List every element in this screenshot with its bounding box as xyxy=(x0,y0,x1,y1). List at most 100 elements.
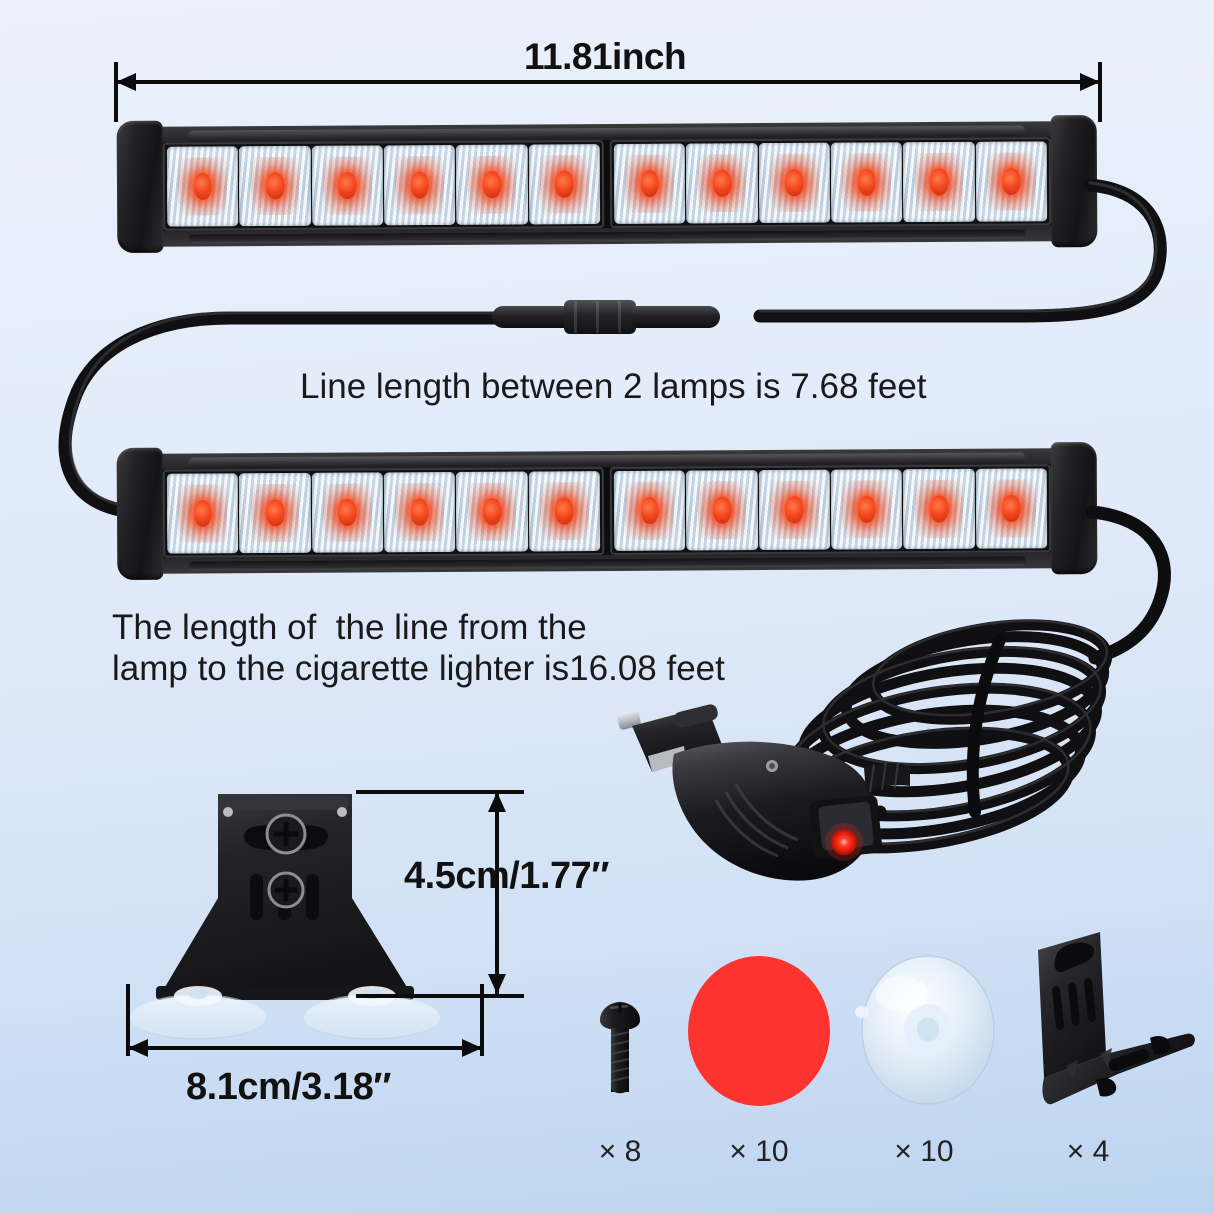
light-bar-housing xyxy=(150,448,1064,574)
housing-bottom-strip xyxy=(189,229,1026,244)
dim-tick-right-top xyxy=(1098,62,1102,122)
light-bar-top xyxy=(116,115,1098,253)
l-bracket-notch-upper xyxy=(1150,1036,1171,1055)
screw-tip xyxy=(611,1088,629,1094)
l-bracket-fin-slots xyxy=(1052,978,1096,1030)
plug-svg xyxy=(617,704,910,881)
dim-arrow-left-top xyxy=(116,73,136,91)
note-lighter-line-1: The length of the line from the xyxy=(112,608,587,647)
led-module xyxy=(528,471,601,552)
mount-suction-cup-right xyxy=(304,986,440,1040)
dim-arrow-right-mount-width xyxy=(462,1039,482,1057)
accessory-qty-screw: × 8 xyxy=(598,1135,642,1168)
accessory-suction-cup xyxy=(846,950,1006,1110)
suction-cup-tab xyxy=(855,1006,869,1018)
led-module xyxy=(239,145,311,227)
led-module xyxy=(975,468,1048,549)
dim-line-bar-length xyxy=(118,80,1098,84)
mount-top-rail xyxy=(220,796,348,810)
note-line-between-lamps: Line length between 2 lamps is 7.68 feet xyxy=(300,367,927,406)
led-module xyxy=(975,141,1048,222)
led-module xyxy=(613,143,686,224)
mount-suction-cup-left xyxy=(130,986,266,1040)
accessory-l-bracket xyxy=(1022,928,1202,1128)
suction-cup-svg xyxy=(855,955,995,1105)
mount-svg xyxy=(130,794,440,1040)
mount-slot-right xyxy=(306,874,319,920)
mount-screw-cross-lower xyxy=(275,879,297,901)
led-segment-right xyxy=(609,464,1052,555)
led-module xyxy=(456,144,528,225)
mount-rail-screw-right xyxy=(337,807,347,817)
l-bracket-gusset-b xyxy=(1100,1048,1112,1068)
led-module xyxy=(239,472,311,554)
l-bracket-arm-slot xyxy=(1108,1049,1150,1071)
suction-mount-assembly xyxy=(120,780,520,1050)
dim-tick-mount-width-right xyxy=(480,984,484,1056)
led-module xyxy=(686,470,758,551)
mount-screw-cross-upper xyxy=(274,822,298,846)
note-lighter-line-2: lamp to the cigarette lighter is16.08 fe… xyxy=(112,649,725,688)
light-bar-bottom xyxy=(116,442,1098,580)
plug-indicator-glow xyxy=(825,823,863,861)
plug-indicator-led xyxy=(831,829,857,855)
led-module xyxy=(830,142,903,223)
led-module xyxy=(166,473,239,554)
dim-arrow-up-mount-height xyxy=(488,792,506,812)
dim-tick-mount-width-left xyxy=(126,984,130,1056)
accessory-qty-suction-cup: × 10 xyxy=(894,1135,954,1168)
l-bracket-notch-lower xyxy=(1096,1078,1117,1097)
dim-arrow-down-mount-height xyxy=(488,974,506,994)
led-module xyxy=(456,471,528,552)
screw-svg xyxy=(600,1002,640,1094)
l-bracket-gusset-a xyxy=(1066,1060,1078,1080)
end-cap-left xyxy=(116,447,164,580)
led-module xyxy=(758,142,831,224)
connector-boot-left xyxy=(492,306,570,328)
waterproof-connector xyxy=(492,298,732,336)
accessory-qty-red-lens: × 10 xyxy=(729,1135,789,1168)
mount-slot-left xyxy=(250,874,263,920)
led-module xyxy=(686,143,758,224)
led-module xyxy=(758,469,831,551)
accessory-red-lens-filter xyxy=(688,956,830,1106)
plug-strain-relief xyxy=(864,763,910,792)
led-module xyxy=(311,145,384,226)
led-module xyxy=(383,144,456,226)
accessory-screw xyxy=(594,1000,646,1100)
dim-line-mount-height xyxy=(495,792,499,994)
led-module xyxy=(613,470,686,551)
connector-rib-a xyxy=(574,301,577,333)
led-module xyxy=(528,144,601,225)
connector-rib-b xyxy=(596,301,599,333)
led-module xyxy=(166,146,239,227)
dim-arrow-left-mount-width xyxy=(128,1039,148,1057)
led-segment-right xyxy=(609,137,1052,228)
end-cap-right xyxy=(1050,115,1098,248)
led-array xyxy=(158,464,1056,558)
led-segment-left xyxy=(162,467,605,558)
led-segment-left xyxy=(162,140,605,231)
cigarette-lighter-plug xyxy=(612,700,912,910)
connector-boot-right xyxy=(632,306,720,328)
end-cap-left xyxy=(116,120,164,253)
led-module xyxy=(383,471,456,553)
plug-grip-ridges xyxy=(714,783,799,858)
dim-label-mount-width: 8.1cm/3.18″ xyxy=(186,1066,391,1108)
led-module xyxy=(830,469,903,550)
dim-line-mount-width xyxy=(130,1046,480,1050)
plug-screw-slot xyxy=(769,763,775,769)
dim-line-mount-height-bottom xyxy=(356,994,524,998)
suction-cup-highlight xyxy=(876,976,928,1012)
connector-body xyxy=(564,300,636,334)
accessory-qty-l-bracket: × 4 xyxy=(1066,1135,1110,1168)
screw-head xyxy=(600,1002,640,1030)
led-module xyxy=(903,141,975,223)
plug-tip xyxy=(617,710,641,730)
housing-bottom-strip xyxy=(189,556,1026,571)
dim-label-mount-height: 4.5cm/1.77″ xyxy=(404,855,609,897)
connector-rib-c xyxy=(618,301,621,333)
dim-arrow-right-top xyxy=(1080,73,1100,91)
light-bar-housing xyxy=(150,121,1064,247)
